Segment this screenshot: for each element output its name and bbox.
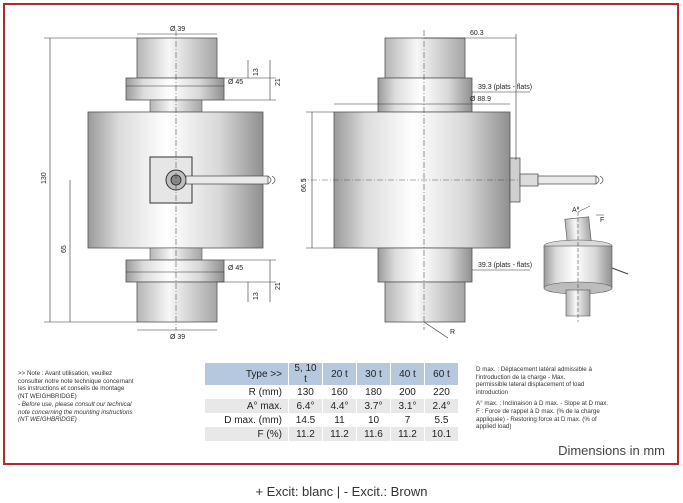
table-cell: 130 [288,385,323,399]
dim-front-65: 65 [61,245,68,253]
dim-front-bottom-flange: Ø 45 [228,265,243,272]
dim-side-r: R [450,329,455,336]
table-cell: 11.2 [322,427,357,441]
inset-a-label: A° [572,206,580,214]
front-view: Ø 39 Ø 45 13 21 130 65 Ø 45 13 21 Ø 39 [41,26,282,341]
dim-front-21-top: 21 [275,78,282,86]
table-cell: 3.7° [356,399,391,413]
table-cell: 14.5 [288,413,323,427]
dim-front-top-flange: Ø 45 [228,79,243,86]
table-cell: 180 [356,385,391,399]
table-cell: 6.4° [288,399,323,413]
dim-side-flats-top: 39.3 (plats - flats) [478,84,532,91]
table-cell: 11.2 [390,427,425,441]
front-bottom-flange [125,259,225,283]
table-cell: 20 t [322,363,357,385]
table-cell: 160 [322,385,357,399]
dim-side-66-5: 66.5 [301,178,308,192]
front-bottom-stud [136,281,218,323]
excitation-caption: + Excit: blanc | - Excit.: Brown [255,484,428,499]
dim-side-88-9: Ø 88.9 [470,96,491,103]
table-cell: 11 [322,413,357,427]
dim-front-bottom-diameter: Ø 39 [170,334,185,341]
note-force: F : Force de rappel à D max. (% de la ch… [476,408,600,431]
front-top-flange [125,77,225,101]
row-label: A° max. [204,399,289,413]
inset-f-label: F [600,217,604,224]
note-left-en: - Before use, please consult our technic… [18,401,133,424]
table-cell: 3.1° [390,399,425,413]
dim-front-13-bottom: 13 [253,292,260,300]
side-cable [537,175,597,185]
dimensions-label: Dimensions in mm [558,443,665,458]
row-label: Type >> [204,363,289,385]
table-cell: 60 t [424,363,458,385]
table-cell: 30 t [356,363,391,385]
row-label: R (mm) [204,385,289,399]
front-top-stud [136,37,218,79]
table-cell: 10 [356,413,391,427]
table-cell: 4.4° [322,399,357,413]
table-cell: 10.1 [424,427,458,441]
tilt-inset: A° F [543,205,629,322]
table-cell: 7 [390,413,425,427]
row-label: F (%) [204,427,289,441]
table-cell: 2.4° [424,399,458,413]
table-cell: 11.2 [288,427,323,441]
dim-front-13-top: 13 [253,68,260,76]
row-label: D max. (mm) [204,413,289,427]
side-view: 60.3 39.3 (plats - flats) Ø 88.9 66.5 39… [300,30,604,339]
dim-side-flats-bottom: 39.3 (plats - flats) [478,262,532,269]
front-cable [185,175,269,185]
dim-front-130: 130 [41,172,48,184]
table-row: A° max.6.4°4.4°3.7°3.1°2.4° [204,399,458,413]
table-cell: 5, 10 t [288,363,323,385]
note-left-fr: >> Note : Avant utilisation, veuillez co… [18,370,134,400]
table-cell: 200 [390,385,425,399]
dim-side-60-3: 60.3 [470,30,484,37]
table-cell: 40 t [390,363,425,385]
dim-front-21-bottom: 21 [275,282,282,290]
note-dmax: D max. : Déplacement latéral admissible … [476,366,592,396]
table-cell: 5.5 [424,413,458,427]
dim-front-top-diameter: Ø 39 [170,26,185,33]
note-amax: A° max. : Inclinaison à D max. - Slope a… [476,400,609,407]
table-cell: 11.6 [356,427,391,441]
table-cell: 220 [424,385,458,399]
